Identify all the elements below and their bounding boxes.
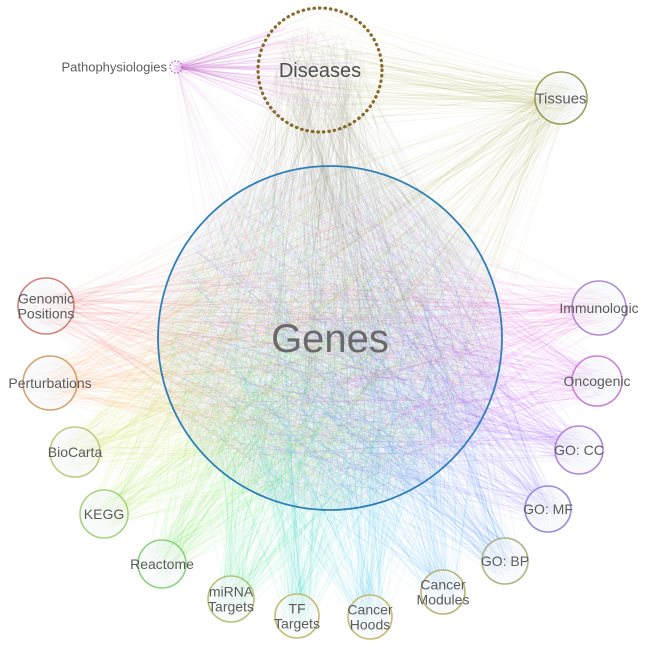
edges-go_mf [177,176,563,527]
node-label-tissues: Tissues [535,90,586,107]
node-circle-go_cc[interactable] [554,425,604,475]
node-circle-tissues[interactable] [534,71,588,125]
edges-oncogenic [186,175,615,505]
node-label-pathophysiologies: Pathophysiologies [61,60,167,75]
node-circle-genomic_positions[interactable] [17,277,75,335]
node-label-go_mf: GO: MF [523,501,573,517]
edges-cancer_modules [175,184,493,609]
node-circle-biocarta[interactable] [49,426,101,478]
node-circle-immunologic[interactable] [571,280,627,336]
node-biocarta[interactable]: BioCarta [48,426,103,478]
node-circle-reactome[interactable] [137,539,187,589]
node-diseases[interactable]: Diseases [256,6,384,134]
node-kegg[interactable]: KEGG [79,489,129,539]
node-circle-go_mf[interactable] [524,485,572,533]
node-label-biocarta: BioCarta [48,444,103,460]
edges-go_cc [169,173,596,471]
node-label-kegg: KEGG [84,506,124,522]
genes-node[interactable] [157,165,503,511]
node-immunologic[interactable]: Immunologic [559,280,639,336]
node-reactome[interactable]: Reactome [130,539,194,589]
edges-cancer_hoods [165,177,489,634]
edges-mirna_targets [167,177,493,616]
edge-bundles [26,11,619,634]
edges-immunologic [170,173,619,488]
node-circle-go_bp[interactable] [481,537,529,585]
node-tissues[interactable]: Tissues [534,71,588,125]
node-go_mf[interactable]: GO: MF [523,485,573,533]
edges-diseases [170,25,496,497]
node-go_cc[interactable]: GO: CC [554,425,604,475]
node-circle-perturbations[interactable] [22,355,78,411]
node-label-go_bp: GO: BP [481,553,529,569]
edges-genomic_positions [26,186,495,498]
node-label-immunologic: Immunologic [559,300,638,316]
node-circle-oncogenic[interactable] [571,355,623,407]
node-label-diseases: Diseases [279,60,361,82]
edges-kegg [86,198,492,531]
edges-tissues [186,14,581,492]
node-go_bp[interactable]: GO: BP [481,537,529,585]
node-circle-mirna_targets[interactable] [207,575,255,623]
node-label-perturbations: Perturbations [8,375,91,391]
node-circle-pathophysiologies[interactable] [169,60,183,74]
node-label-oncogenic: Oncogenic [564,373,631,389]
genes-circle-fill [158,166,502,510]
edges-perturbations [31,173,479,483]
node-oncogenic[interactable]: Oncogenic [564,355,631,407]
node-circle-kegg[interactable] [79,489,129,539]
edges-pathophysiologies [171,11,485,504]
node-pathophysiologies[interactable]: Pathophysiologies [61,60,183,75]
edges-reactome [144,184,489,582]
genes-label: Genes [271,317,389,361]
node-circle-tf_targets[interactable] [274,593,320,639]
node-perturbations[interactable]: Perturbations [8,355,92,411]
node-label-go_cc: GO: CC [554,442,604,458]
node-circle-cancer_hoods[interactable] [347,594,393,640]
node-label-reactome: Reactome [130,556,194,572]
edges-biocarta [57,179,484,499]
edges-tf_targets [183,190,483,633]
node-circle-diseases[interactable] [256,6,384,134]
node-circle-cancer_modules[interactable] [420,569,466,615]
